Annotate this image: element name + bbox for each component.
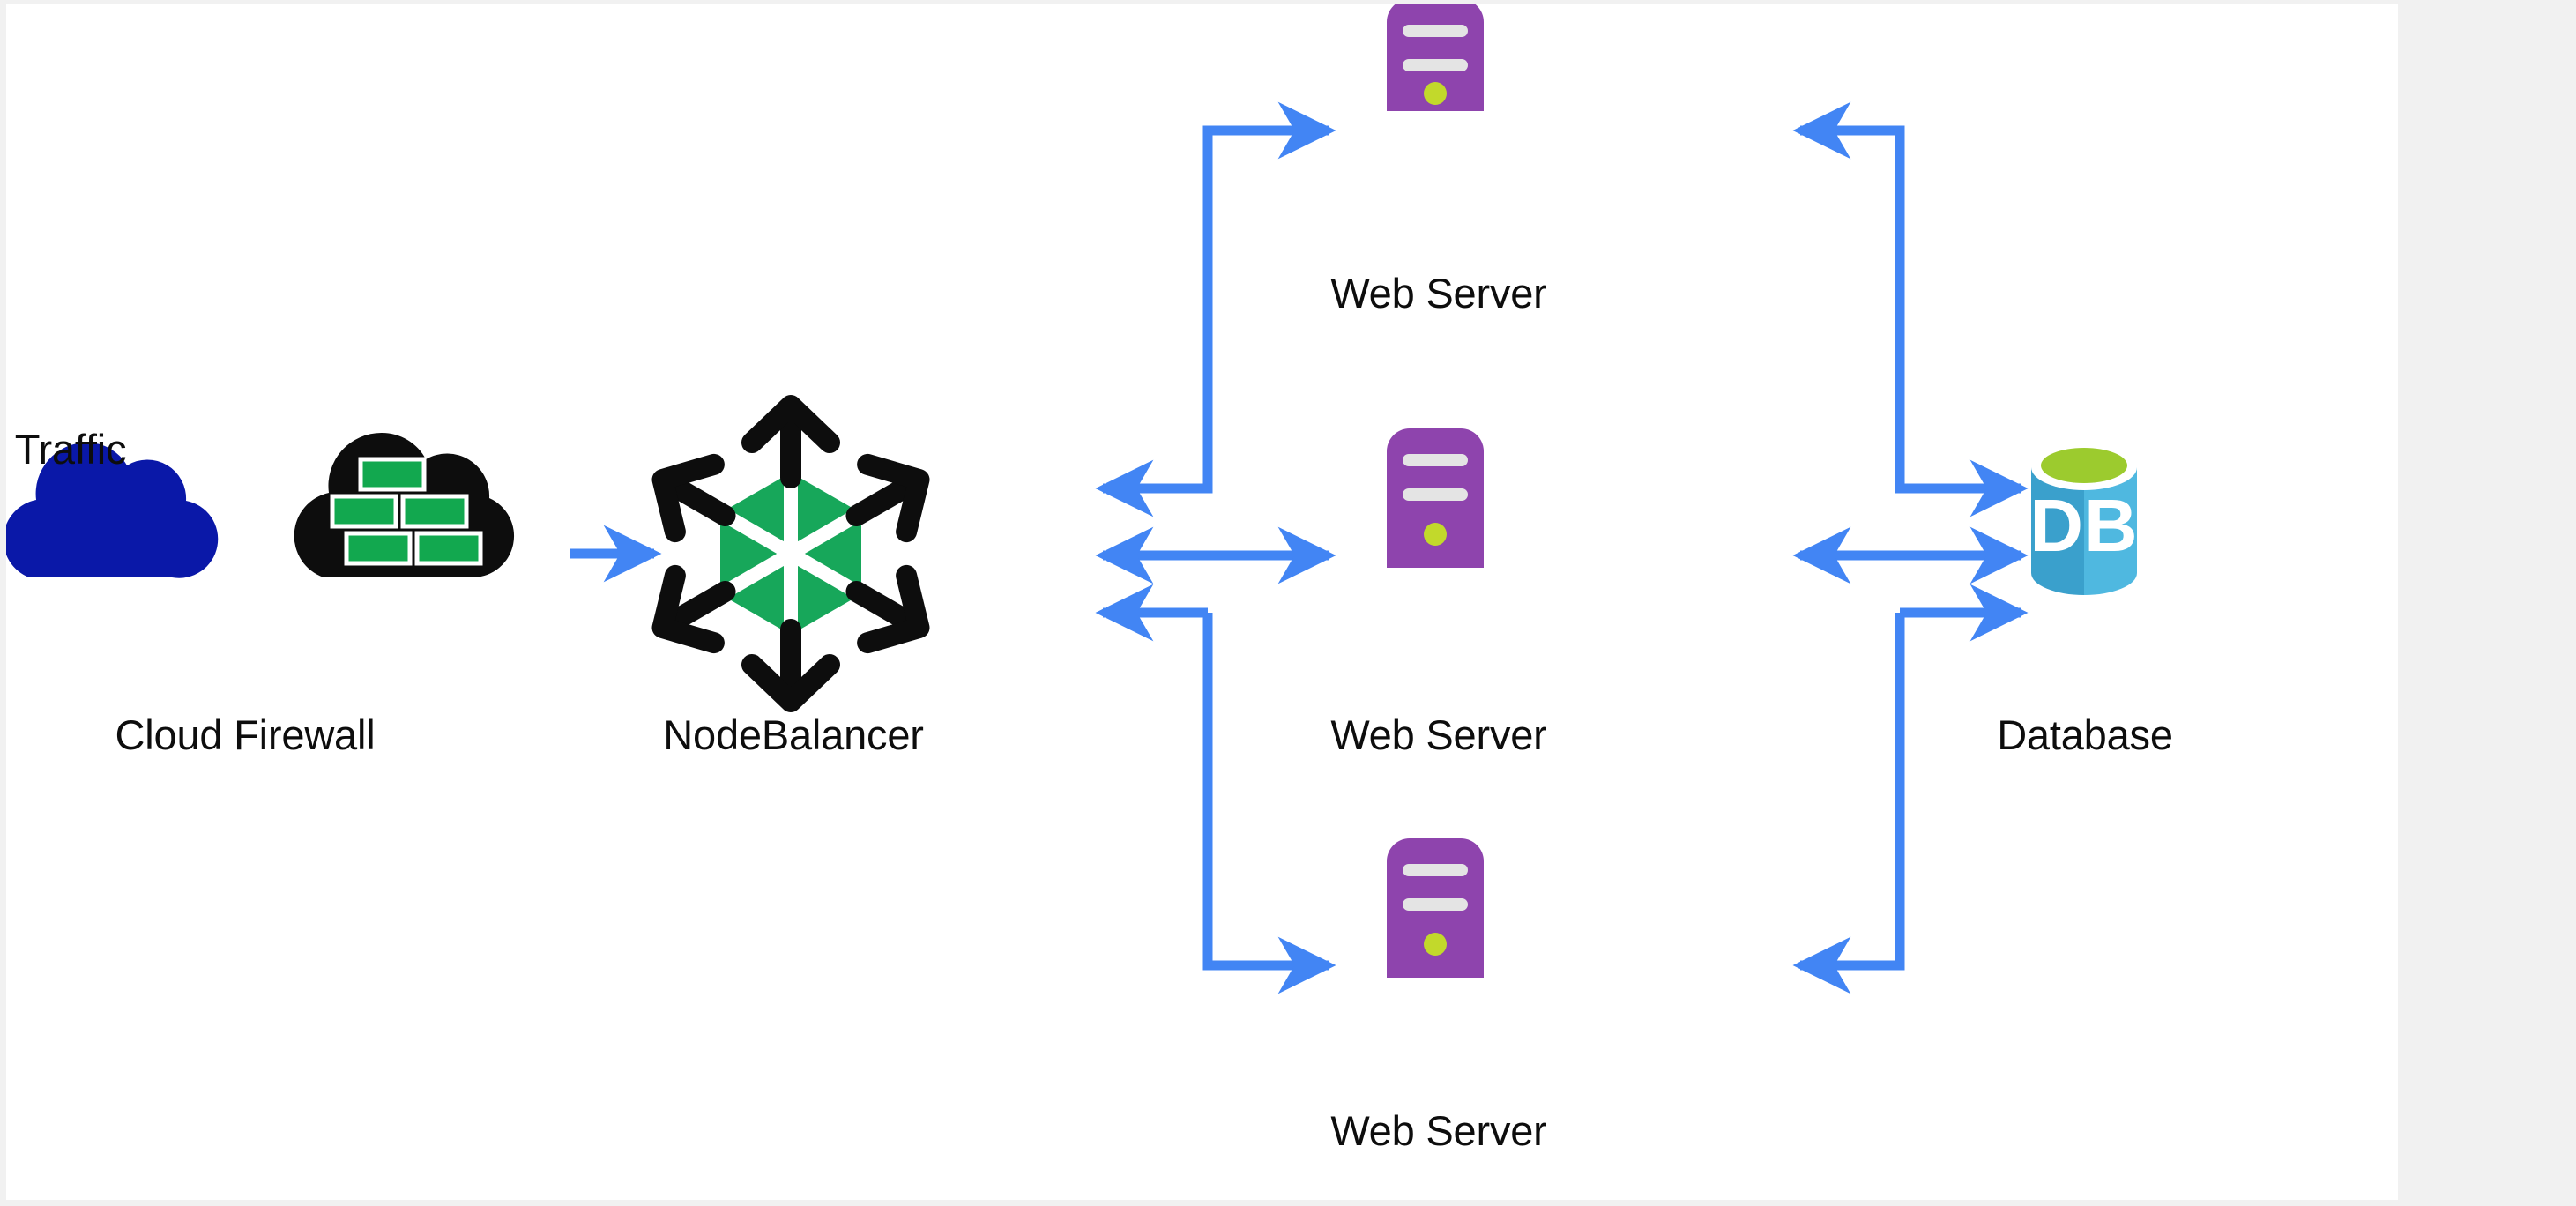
- webserver1-label: Web Server: [1330, 270, 1547, 316]
- firewall-label: Cloud Firewall: [115, 711, 376, 758]
- database-cylinder-icon[interactable]: [2031, 444, 2137, 595]
- traffic-label: Traffic: [14, 426, 127, 473]
- server-tower-icon[interactable]: [1387, 838, 1484, 978]
- webserver2-label: Web Server: [1330, 711, 1547, 758]
- webserver3-label: Web Server: [1330, 1107, 1547, 1154]
- nodebalancer-label: NodeBalancer: [663, 711, 924, 758]
- database-label: Database: [1997, 711, 2173, 758]
- connector-layer: DB: [6, 4, 2138, 994]
- connector-nb-webserver3: [1202, 613, 1336, 994]
- database-badge-text: DB: [2029, 484, 2138, 567]
- cloud-firewall-icon[interactable]: [294, 432, 515, 577]
- diagram-canvas: DB Traffic Cloud Firewall NodeBalancer W…: [6, 4, 2398, 1200]
- nodebalancer-hexagon-icon[interactable]: [644, 395, 939, 712]
- connector-webserver1-nb: [1095, 130, 1213, 517]
- connector-database-webserver3: [1792, 613, 1905, 994]
- server-tower-icon[interactable]: [1387, 4, 1484, 111]
- cloud-icon[interactable]: [6, 442, 219, 578]
- connector-webserver1-database: [1895, 130, 2029, 517]
- server-tower-icon[interactable]: [1387, 428, 1484, 568]
- connector-database-webserver1: [1792, 101, 1905, 488]
- connector-nb-webserver1: [1202, 101, 1336, 488]
